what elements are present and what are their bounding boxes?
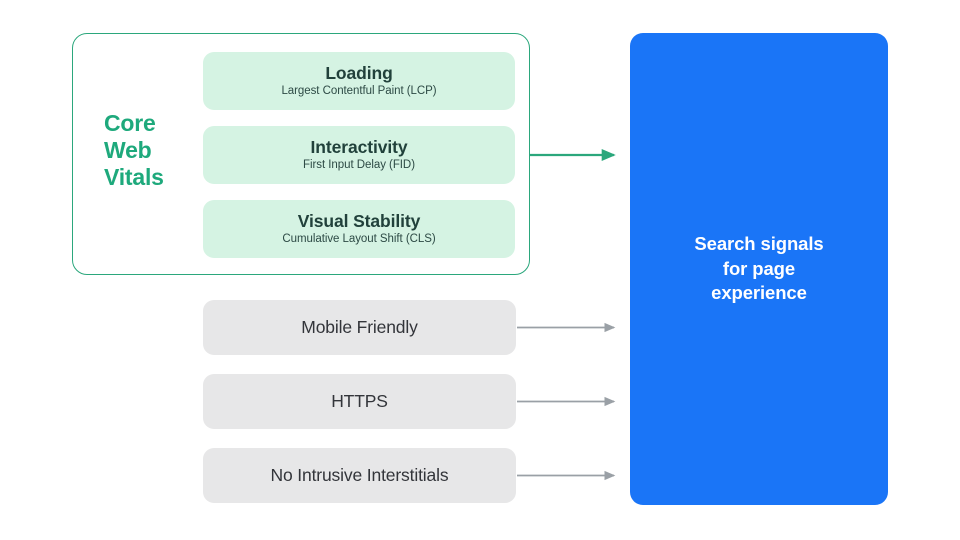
signal-card-label: Mobile Friendly [301, 317, 418, 337]
search-signals-panel: Search signals for page experience [630, 33, 888, 505]
signal-card-label: No Intrusive Interstitials [270, 465, 449, 485]
vital-card-visual-stability[interactable]: Visual Stability Cumulative Layout Shift… [203, 200, 515, 258]
vital-card-interactivity[interactable]: Interactivity First Input Delay (FID) [203, 126, 515, 184]
core-web-vitals-label-line-2: Web [104, 137, 152, 164]
signal-card-mobile-friendly[interactable]: Mobile Friendly [203, 300, 516, 355]
signal-card-no-intrusive-interstitials[interactable]: No Intrusive Interstitials [203, 448, 516, 503]
vital-card-title: Visual Stability [297, 211, 421, 232]
search-signals-panel-title: Search signals for page experience [694, 233, 824, 304]
core-web-vitals-label-line-1: Core [104, 110, 156, 136]
vital-card-subtitle: First Input Delay (FID) [303, 159, 415, 172]
vital-card-subtitle: Largest Contentful Paint (LCP) [281, 85, 437, 98]
vital-card-subtitle: Cumulative Layout Shift (CLS) [282, 233, 436, 246]
core-web-vitals-label-line-3: Vitals [104, 164, 164, 191]
signal-card-label: HTTPS [331, 391, 388, 411]
vital-card-title: Interactivity [310, 137, 408, 158]
signal-card-https[interactable]: HTTPS [203, 374, 516, 429]
vital-card-loading[interactable]: Loading Largest Contentful Paint (LCP) [203, 52, 515, 110]
vital-card-title: Loading [325, 63, 393, 84]
core-web-vitals-label: Core Web Vitals [104, 110, 190, 191]
